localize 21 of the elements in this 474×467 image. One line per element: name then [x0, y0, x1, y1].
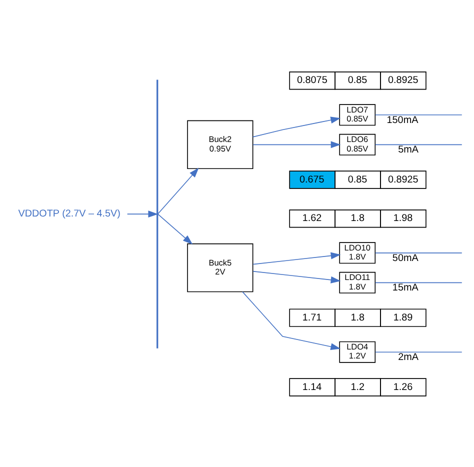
label: 0.8925 — [388, 174, 418, 186]
label: 1.2 — [350, 382, 365, 393]
label: 0.8075 — [297, 75, 328, 86]
label: 1.98 — [393, 213, 413, 224]
label: 1.14 — [302, 382, 322, 393]
label: 1.8 — [350, 213, 365, 224]
label: 0.85 — [348, 174, 368, 186]
label: 1.26 — [393, 382, 413, 393]
edge-label: 15mA — [392, 282, 418, 294]
edge-label: 150mA — [386, 114, 418, 126]
label: 1.62 — [302, 213, 322, 224]
edge-label: 2mA — [398, 352, 418, 364]
label: 0.8925 — [388, 75, 418, 86]
edge-label: 50mA — [392, 252, 418, 264]
edge-label: 5mA — [398, 144, 418, 156]
label: 1.8 — [350, 312, 365, 324]
label: 1.71 — [302, 312, 322, 324]
label: 1.89 — [393, 312, 413, 324]
node-text: VDDOTP (2.7V – 4.5V) — [18, 208, 120, 220]
label: 0.675 — [300, 174, 324, 186]
label: 0.85 — [348, 75, 368, 86]
